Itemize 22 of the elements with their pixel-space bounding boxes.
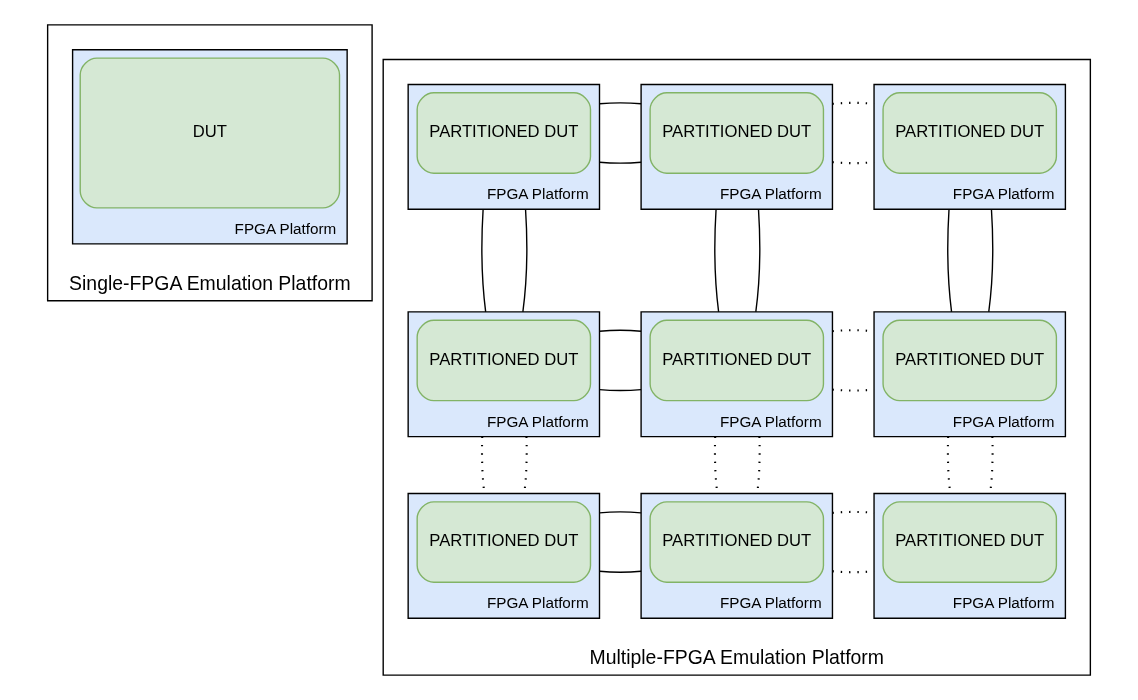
node-box: DUT — [79, 57, 341, 209]
node-box: PARTITIONED DUT — [882, 319, 1058, 402]
connector — [714, 208, 720, 313]
node-box: PARTITIONED DUT — [416, 92, 592, 174]
connector — [598, 329, 642, 332]
node-box: PARTITIONED DUT — [416, 319, 592, 402]
node-box: PARTITIONED DUT — [416, 501, 592, 583]
connector — [947, 208, 953, 313]
node-box: PARTITIONED DUT — [649, 319, 825, 402]
connector — [988, 208, 994, 313]
connector — [598, 161, 642, 164]
connector — [598, 570, 642, 573]
connector — [598, 511, 642, 514]
connector — [755, 208, 761, 313]
connector — [598, 102, 642, 105]
connector — [522, 208, 528, 313]
node-box: PARTITIONED DUT — [649, 92, 825, 174]
node-box: PARTITIONED DUT — [882, 92, 1058, 174]
connector — [481, 208, 487, 313]
node-box: PARTITIONED DUT — [649, 501, 825, 583]
connector — [598, 388, 642, 392]
node-box: PARTITIONED DUT — [882, 501, 1058, 583]
